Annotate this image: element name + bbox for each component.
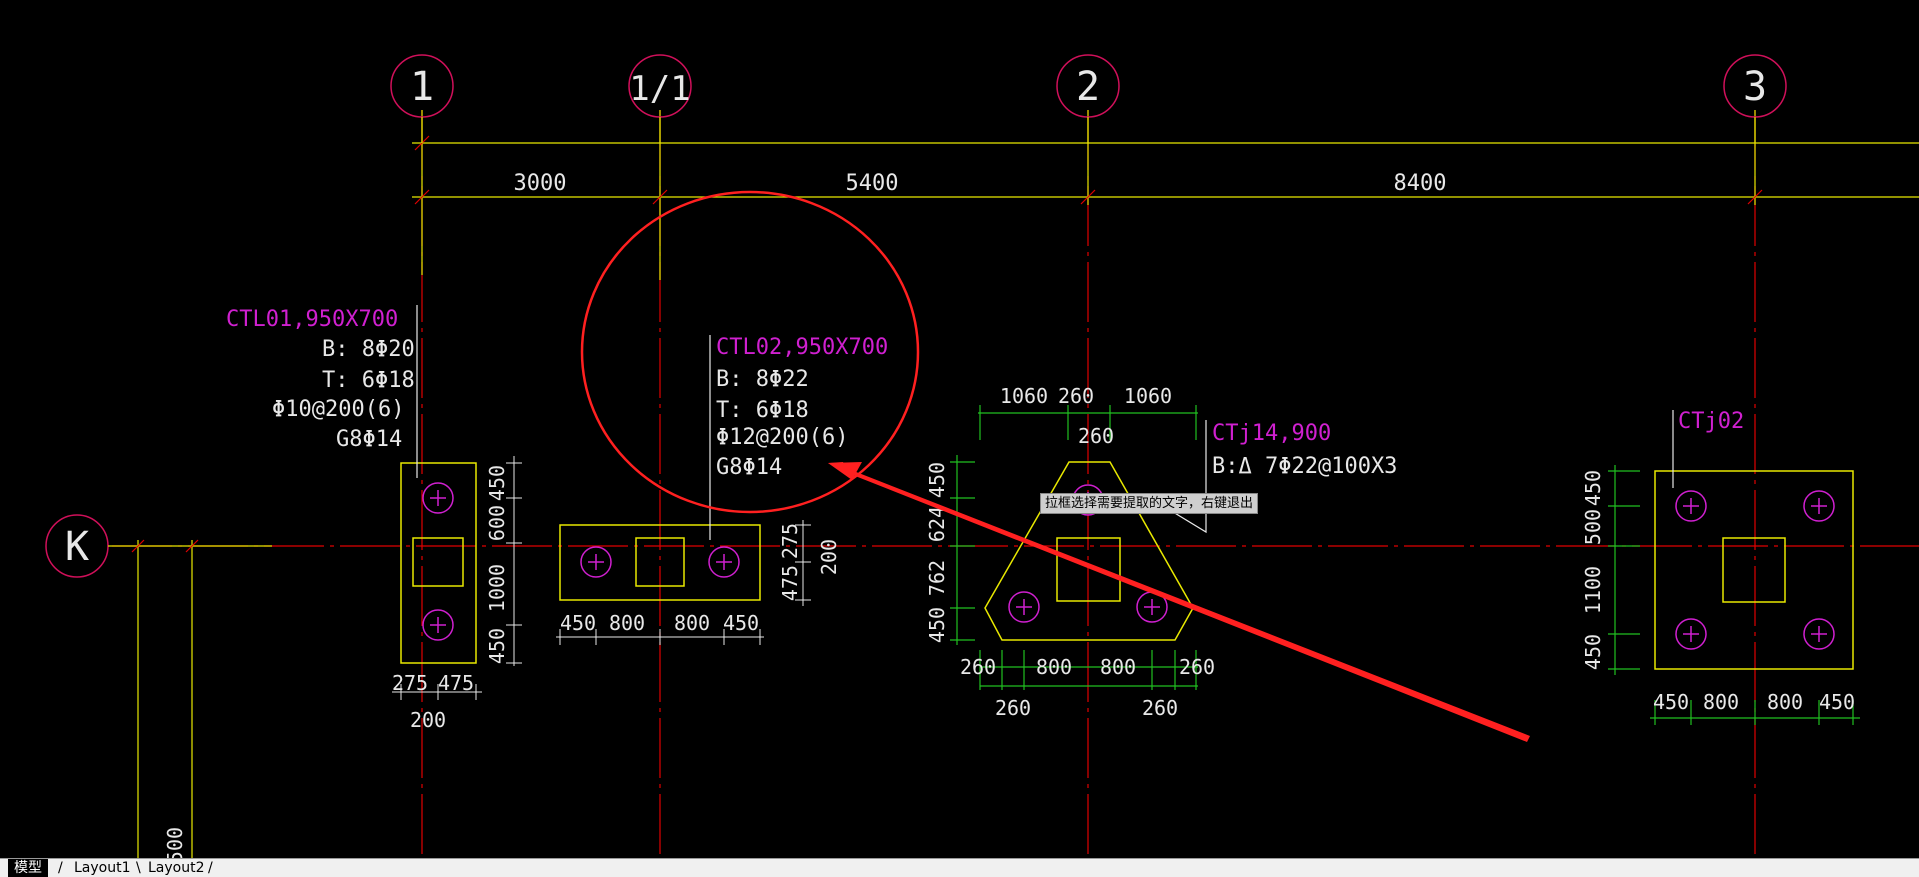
ctj02-dim-v-2: 1100: [1581, 566, 1605, 614]
cad-drawing-canvas[interactable]: 3000 5400 8400 1 1/1 2 3 K 500: [0, 0, 1919, 858]
tab-layout2[interactable]: Layout2: [148, 860, 205, 876]
svg-text:2: 2: [1076, 64, 1100, 110]
ctj14-dim-bottom-0: 260: [960, 655, 996, 679]
ctj14-title[interactable]: CTj14,900: [1212, 421, 1331, 446]
ctj14-dim-top2: 260: [1078, 424, 1114, 448]
ctj14-dim-bottom2-1: 260: [1142, 696, 1178, 720]
svg-text:1: 1: [410, 64, 434, 110]
annotation-ellipse: [580, 190, 920, 514]
ctl02-dim-v-1: 275: [778, 523, 802, 559]
ctj14-dim-top-2: 1060: [1124, 384, 1172, 408]
ctj14-line1[interactable]: B:Δ 7Φ22@100X3: [1212, 454, 1397, 479]
ctl01-line4[interactable]: G8Φ14: [336, 427, 402, 452]
ctl01-dim-v-1: 600: [485, 505, 509, 541]
dim-left-500: 500: [163, 827, 187, 858]
ctl01-line3[interactable]: Φ10@200(6): [272, 397, 404, 422]
svg-text:1/1: 1/1: [629, 69, 690, 109]
tab-model[interactable]: 模型: [8, 859, 48, 877]
ctj02-dim-h-1: 800: [1703, 690, 1739, 714]
ctj02-dim-h-0: 450: [1653, 690, 1689, 714]
ctj02-dim-v-0: 450: [1581, 470, 1605, 506]
dim-8400: 8400: [1394, 171, 1447, 196]
ctl01-dim-h-1: 475: [438, 671, 474, 695]
ctl01-dim-h-0: 275: [392, 671, 428, 695]
top-dimension-lines: [412, 110, 1919, 280]
tab-separator: /: [58, 860, 63, 876]
layout-tab-bar: 模型 / Layout1 \ Layout2 /: [0, 858, 1919, 877]
ctl02-dim-h-0: 450: [560, 611, 596, 635]
ctl02-line4[interactable]: G8Φ14: [716, 455, 782, 480]
grid-bubble-2[interactable]: 2: [1056, 54, 1120, 143]
footing-ctj14[interactable]: [950, 405, 1207, 690]
dim-5400: 5400: [846, 171, 899, 196]
ctj14-dim-bottom2-0: 260: [995, 696, 1031, 720]
ctj14-dim-bottom-1: 800: [1036, 655, 1072, 679]
tab-separator: /: [208, 860, 213, 876]
ctj14-dim-v-0: 450: [925, 462, 949, 498]
svg-text:K: K: [65, 524, 89, 570]
ctj02-dim-h-2: 800: [1767, 690, 1803, 714]
grid-axes: [112, 110, 1919, 858]
grid-bubble-1[interactable]: 1: [390, 54, 454, 143]
ctl01-dim-v-3: 450: [485, 628, 509, 664]
grid-bubble-1-1[interactable]: 1/1: [628, 54, 692, 143]
ctj14-dim-top-1: 260: [1058, 384, 1094, 408]
ctj02-dim-h-3: 450: [1819, 690, 1855, 714]
footing-ctl01[interactable]: [392, 305, 522, 700]
ctj14-dim-bottom-3: 260: [1179, 655, 1215, 679]
footing-ctl02[interactable]: [556, 335, 811, 645]
ctl01-line2[interactable]: T: 6Φ18: [322, 368, 415, 393]
tab-layout1[interactable]: Layout1: [74, 860, 131, 876]
footing-ctj02[interactable]: [1608, 410, 1860, 725]
ctl02-title[interactable]: CTL02,950X700: [716, 335, 888, 360]
dim-3000: 3000: [514, 171, 567, 196]
tab-separator: \: [136, 860, 141, 876]
ctl02-line2[interactable]: T: 6Φ18: [716, 398, 809, 423]
ctl02-line1[interactable]: B: 8Φ22: [716, 367, 809, 392]
ctj14-dim-top-0: 1060: [1000, 384, 1048, 408]
ctl01-dim-v-2: 1000: [485, 564, 509, 612]
svg-text:3: 3: [1743, 64, 1767, 110]
ctl01-dim-bottom: 200: [410, 708, 446, 732]
ctj14-dim-v-2: 762: [925, 560, 949, 596]
ctj14-dim-bottom-2: 800: [1100, 655, 1136, 679]
command-tooltip: 拉框选择需要提取的文字，右键退出: [1040, 493, 1259, 514]
ctl01-title[interactable]: CTL01,950X700: [226, 307, 398, 332]
grid-bubble-k[interactable]: K: [45, 514, 272, 858]
ctl02-dim-right: 200: [817, 539, 841, 575]
ctl02-line3[interactable]: Φ12@200(6): [716, 425, 848, 450]
ctl01-line1[interactable]: B: 8Φ20: [322, 337, 415, 362]
ctj02-dim-v-1: 500: [1581, 509, 1605, 545]
ctl02-dim-h-1: 800: [609, 611, 645, 635]
ctl01-dim-v-0: 450: [485, 465, 509, 501]
ctl02-dim-h-3: 450: [723, 611, 759, 635]
ctl02-dim-v-0: 475: [778, 565, 802, 601]
annotation-arrow: [828, 462, 1530, 742]
ctl02-dim-h-2: 800: [674, 611, 710, 635]
ctj14-dim-v-3: 450: [925, 607, 949, 643]
ctj14-dim-v-1: 624: [925, 506, 949, 542]
ctj02-title[interactable]: CTj02: [1678, 409, 1744, 434]
grid-bubble-3[interactable]: 3: [1723, 54, 1787, 143]
ctj02-dim-v-3: 450: [1581, 634, 1605, 670]
